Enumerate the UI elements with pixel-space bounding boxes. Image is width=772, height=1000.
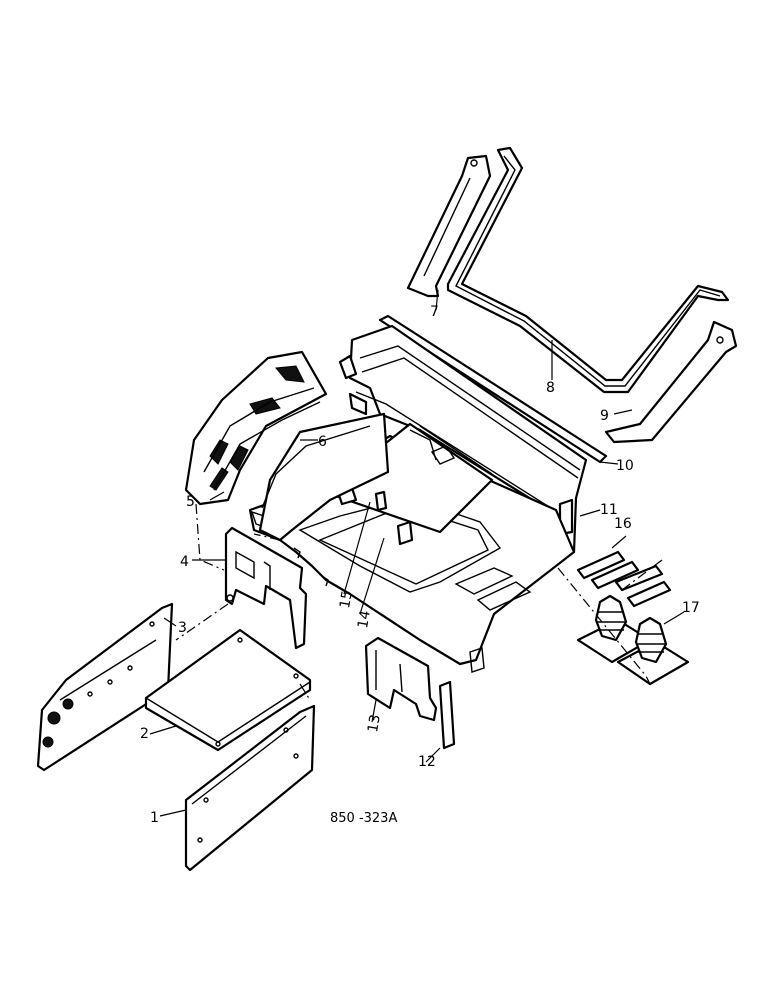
drawing-code: 850 -323A — [330, 811, 397, 826]
part-number-15: 15 — [337, 589, 356, 609]
part-13-bracket — [364, 636, 438, 722]
part-number-6: 6 — [318, 434, 327, 450]
part-number-12: 12 — [418, 754, 436, 770]
part-12-strip — [438, 680, 456, 750]
part-8-u-rod — [446, 146, 730, 394]
part-number-10: 10 — [616, 458, 634, 474]
part-numbers: 1 2 3 4 5 6 7 8 9 10 11 12 13 14 15 16 1… — [140, 304, 700, 826]
part-number-13: 13 — [365, 713, 384, 733]
part-3-side-panel — [36, 602, 174, 772]
part-number-11: 11 — [600, 502, 618, 518]
part-1-lower-panel — [184, 704, 316, 872]
assembly-lines — [175, 503, 663, 701]
part-number-7: 7 — [430, 304, 439, 320]
part-number-17: 17 — [682, 600, 700, 616]
leader-lines — [149, 289, 685, 817]
part-number-14: 14 — [355, 609, 374, 629]
part-number-1: 1 — [150, 810, 159, 826]
part-number-8: 8 — [546, 380, 555, 396]
part-4-upright-bracket — [224, 526, 308, 650]
part-10-trim-strip — [378, 314, 608, 464]
part-number-9: 9 — [600, 408, 609, 424]
part-16-plates — [576, 550, 672, 608]
part-6-inner-fender — [258, 412, 390, 542]
part-number-5: 5 — [186, 494, 195, 510]
part-17-boots — [576, 594, 690, 686]
part-number-3: 3 — [178, 620, 187, 636]
part-5-outer-fender — [184, 350, 328, 506]
part-number-2: 2 — [140, 726, 149, 742]
part-number-16: 16 — [614, 516, 632, 532]
part-2-floor-plate — [144, 628, 312, 752]
part-9-right-bracket — [604, 320, 738, 444]
part-number-4: 4 — [180, 554, 189, 570]
